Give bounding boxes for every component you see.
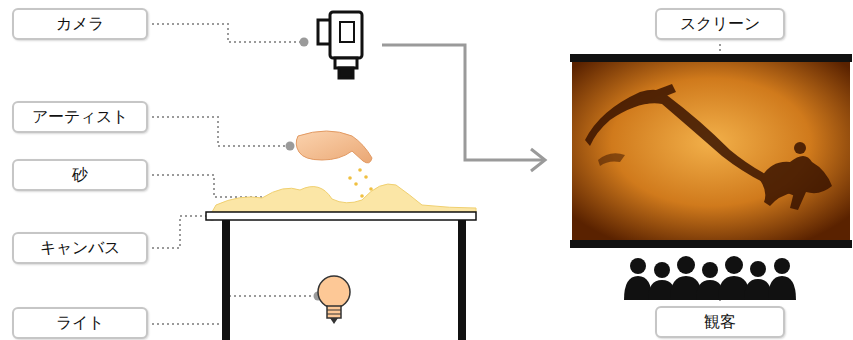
camera-body [330, 12, 362, 58]
person-body [624, 276, 652, 300]
screen-image [572, 62, 850, 240]
projection-screen [570, 54, 852, 248]
sand-pile [212, 184, 476, 212]
sand-grain [364, 175, 368, 179]
label-box: スクリーン [655, 8, 785, 40]
artist-hand [296, 131, 372, 163]
sand-stroke [640, 84, 676, 104]
arrow-head [531, 149, 545, 171]
leader-line [152, 216, 208, 248]
leader-line [152, 117, 286, 146]
label-box: 砂 [12, 159, 148, 191]
leader-line [152, 175, 279, 197]
bulb-tip [330, 318, 338, 324]
screen-bar [570, 54, 852, 62]
sand-stroke [598, 153, 625, 166]
person-head [725, 256, 743, 274]
label-text: ライト [56, 313, 104, 332]
sand-figure [760, 156, 832, 210]
label-box: カメラ [12, 8, 148, 40]
label-text: スクリーン [680, 14, 760, 33]
camera-handle [318, 20, 330, 44]
leader-line [152, 24, 300, 42]
sand-grain [360, 194, 364, 198]
label-text: 観客 [704, 312, 736, 331]
bulb-thread [327, 310, 341, 311]
audience [624, 256, 796, 300]
table-leg [458, 220, 466, 340]
person-body [744, 279, 772, 300]
light-bulb [318, 276, 350, 324]
leader-dot [286, 142, 295, 151]
label-box: ライト [12, 307, 148, 339]
label-box: キャンバス [12, 232, 148, 264]
leader-dot [300, 38, 309, 47]
label-box: アーティスト [12, 101, 148, 133]
sand-grain [348, 176, 352, 180]
leader-line [152, 296, 314, 324]
person-head [677, 256, 695, 274]
sand-drawing [585, 84, 832, 210]
person-head [654, 262, 670, 278]
bulb-thread [327, 314, 341, 315]
table-leg [222, 220, 230, 340]
person-head [630, 258, 646, 274]
person-head [702, 262, 718, 278]
sand-figure [794, 142, 806, 154]
bulb-glass [318, 276, 350, 308]
camera-icon [318, 12, 362, 78]
sand-grain [354, 182, 358, 186]
label-box: 観客 [655, 306, 785, 338]
camera-panel [340, 22, 354, 42]
sand-grain [358, 168, 362, 172]
label-text: アーティスト [32, 107, 128, 126]
screen-bar [570, 240, 852, 248]
person-head [774, 258, 790, 274]
canvas-glass [206, 212, 476, 220]
person-body [768, 276, 796, 300]
bulb-neck [327, 306, 341, 318]
person-head [750, 261, 766, 277]
label-text: 砂 [72, 165, 88, 184]
projection-arrow [382, 45, 543, 160]
camera-mount [339, 68, 353, 78]
label-text: キャンバス [40, 238, 120, 257]
label-text: カメラ [56, 14, 104, 33]
